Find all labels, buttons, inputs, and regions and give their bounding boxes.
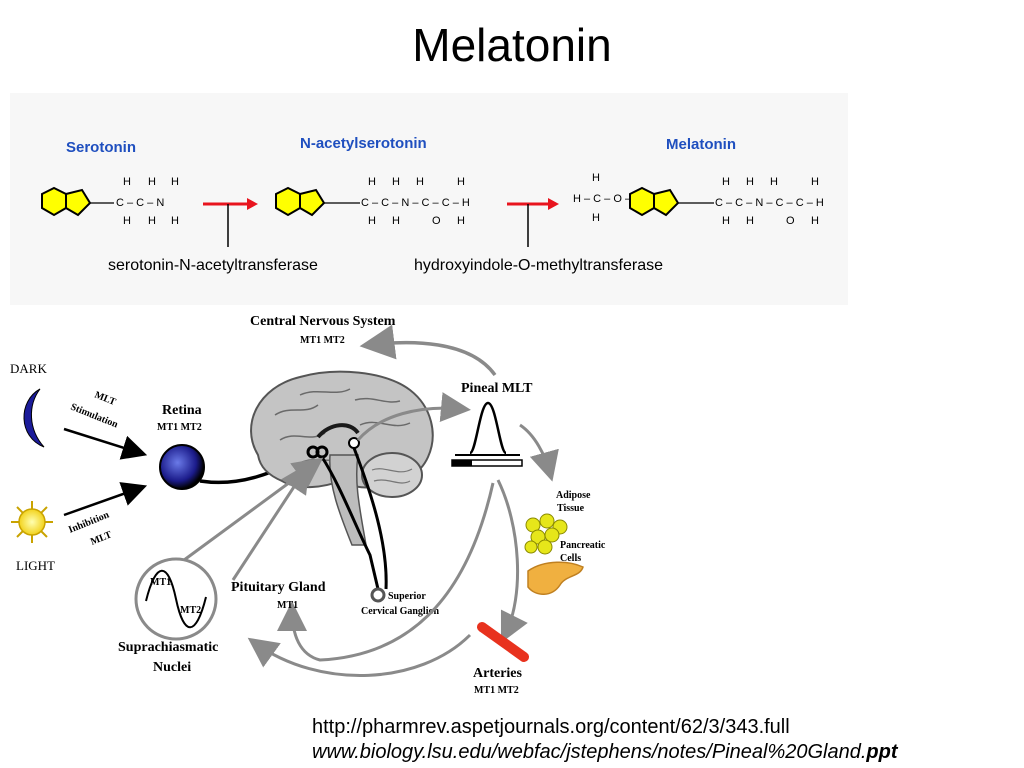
arrow-light-to-retina (63, 482, 148, 517)
reference-path: www.biology.lsu.edu/webfac/jstephens/not… (312, 741, 867, 763)
brain-illustration (250, 370, 434, 546)
svg-text:H: H (148, 176, 156, 188)
melatonin-physiology-diagram: Central Nervous System MT1 MT2 DARK MLT … (10, 314, 606, 696)
svg-text:O: O (432, 215, 441, 227)
arrow-to-pituitary (277, 482, 495, 662)
svg-text:H: H (746, 215, 754, 227)
reference-link-biology-lsu[interactable]: www.biology.lsu.edu/webfac/jstephens/not… (312, 741, 898, 764)
arrow-pituitary-to-brain (231, 462, 310, 581)
svg-text:H: H (392, 176, 400, 188)
label-scn-mt2: MT2 (180, 605, 201, 616)
enzyme-aanat: serotonin-N-acetyltransferase (108, 257, 318, 274)
adipose-cells-icon (524, 513, 568, 555)
label-arteries-receptors: MT1 MT2 (474, 685, 519, 696)
svg-text:H: H (770, 176, 778, 188)
artery-icon (477, 622, 529, 662)
label-nuclei: Nuclei (153, 660, 191, 675)
sun-icon (11, 501, 53, 543)
svg-text:H: H (148, 215, 156, 227)
label-light: LIGHT (16, 558, 55, 573)
arrow-dark-to-retina (63, 427, 148, 460)
svg-text:H: H (592, 172, 600, 184)
label-mlt: MLT (93, 390, 118, 409)
label-adipose: Adipose (556, 490, 591, 501)
arrow-scn-to-brain (179, 457, 324, 565)
svg-text:H: H (722, 215, 730, 227)
svg-text:H: H (123, 215, 131, 227)
svg-text:H: H (592, 212, 600, 224)
eye-icon (159, 444, 205, 490)
indole-ring-serotonin (41, 186, 114, 217)
arrow-brain-to-pineal (356, 392, 471, 441)
indole-ring-n-acetylserotonin (275, 186, 360, 217)
label-dark: DARK (10, 361, 47, 376)
indole-ring-melatonin (629, 186, 714, 217)
label-central-nervous-system: Central Nervous System (250, 314, 396, 329)
svg-text:H: H (392, 215, 400, 227)
ganglion-icon (370, 587, 386, 603)
reference-extension: ppt (866, 741, 898, 763)
label-inhibition-mlt: MLT (89, 529, 114, 548)
n-acetylserotonin-chain: H H H H C – C – N – C – C – H H H O H (361, 176, 470, 227)
sympathetic-pathway (320, 447, 388, 590)
reaction-arrow-2 (507, 198, 559, 247)
melatonin-chain: H H H H C – C – N – C – C – H H H O H (715, 176, 824, 227)
svg-text:H: H (416, 176, 424, 188)
label-cervical-ganglion: Cervical Ganglion (361, 606, 439, 617)
melatonin-methoxy-group: H H – C – O – H (573, 172, 632, 224)
svg-text:H: H (368, 176, 376, 188)
moon-icon (23, 388, 45, 448)
arrow-pineal-to-cns (359, 324, 497, 377)
arrow-pineal-to-adipose (519, 423, 559, 482)
arrow-to-scn (247, 633, 472, 677)
svg-text:O: O (786, 215, 795, 227)
label-pituitary-receptors: MT1 (277, 600, 298, 611)
svg-text:H: H (123, 176, 131, 188)
label-scn-mt1: MT1 (150, 577, 171, 588)
label-pituitary-gland: Pituitary Gland (231, 580, 326, 595)
compound-serotonin: Serotonin (66, 139, 136, 156)
label-superior: Superior (388, 591, 426, 602)
slide-title: Melatonin (412, 19, 612, 71)
svg-text:H: H (457, 176, 465, 188)
svg-text:C – C – N: C – C – N (116, 197, 164, 209)
compound-melatonin: Melatonin (666, 136, 736, 153)
svg-text:H: H (811, 176, 819, 188)
biosynthesis-pathway: Serotonin N-acetylserotonin Melatonin H … (10, 93, 848, 305)
arrow-pineal-to-arteries (496, 479, 528, 644)
pancreas-icon (527, 561, 584, 595)
svg-text:H: H (171, 215, 179, 227)
serotonin-chain: H H H C – C – N H H H (116, 176, 179, 227)
svg-text:H – C – O –: H – C – O – (573, 193, 632, 205)
label-arteries: Arteries (473, 666, 523, 681)
svg-text:H: H (746, 176, 754, 188)
svg-text:C – C – N – C – C – H: C – C – N – C – C – H (715, 197, 824, 209)
label-pancreatic: Pancreatic (560, 540, 606, 551)
svg-text:H: H (457, 215, 465, 227)
label-pineal-mlt: Pineal MLT (461, 381, 533, 396)
svg-text:H: H (171, 176, 179, 188)
svg-text:H: H (368, 215, 376, 227)
label-retina: Retina (162, 403, 202, 418)
compound-n-acetylserotonin: N-acetylserotonin (300, 135, 427, 152)
label-retina-receptors: MT1 MT2 (157, 422, 202, 433)
label-suprachiasmatic: Suprachiasmatic (118, 640, 218, 655)
label-cns-receptors: MT1 MT2 (300, 335, 345, 346)
circadian-wave (145, 569, 207, 629)
enzyme-hiomt: hydroxyindole-O-methyltransferase (414, 257, 663, 274)
reference-link-pharmrev[interactable]: http://pharmrev.aspetjournals.org/conten… (312, 716, 790, 738)
svg-text:H: H (722, 176, 730, 188)
reaction-arrow-1 (203, 198, 258, 247)
melatonin-secretion-curve (451, 401, 523, 467)
svg-text:H: H (811, 215, 819, 227)
svg-text:C – C – N – C – C – H: C – C – N – C – C – H (361, 197, 470, 209)
label-cells: Cells (560, 553, 581, 564)
label-tissue: Tissue (557, 503, 585, 514)
